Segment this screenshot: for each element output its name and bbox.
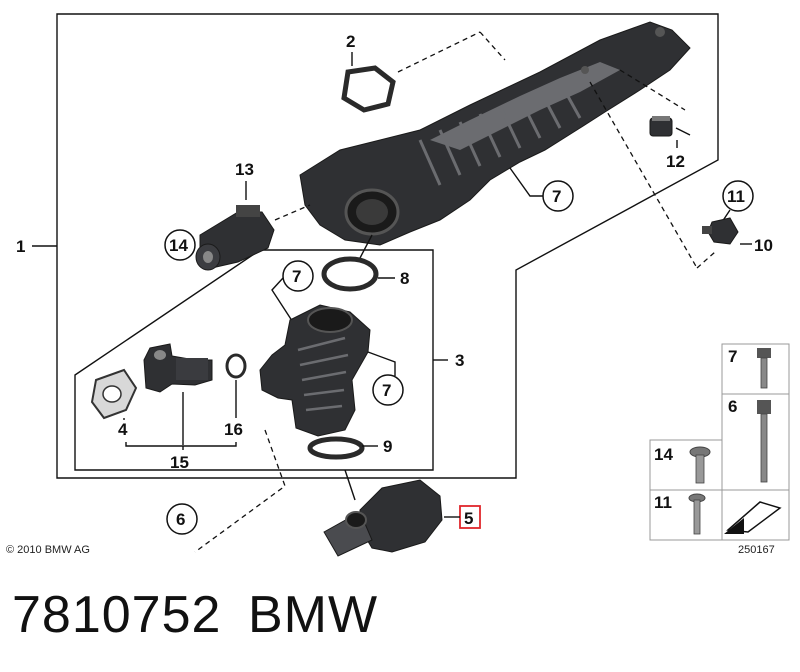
callout-1: 1 bbox=[16, 237, 25, 256]
arrow-icon bbox=[724, 501, 782, 534]
part-number: 7810752 bbox=[12, 586, 222, 644]
callout-6-circle bbox=[166, 503, 198, 535]
callout-7-circle-c bbox=[372, 374, 404, 406]
legend-row-7: 7 bbox=[728, 347, 737, 366]
ring-8 bbox=[321, 256, 379, 292]
intake-adapter bbox=[259, 304, 371, 437]
diagram-id: 250167 bbox=[738, 544, 775, 556]
callout-7c: 7 bbox=[382, 381, 391, 400]
egr-cooler-5 bbox=[323, 479, 443, 557]
callout-9: 9 bbox=[383, 437, 392, 456]
ring-9 bbox=[307, 436, 365, 460]
footer: 7810752 BMW bbox=[0, 575, 800, 672]
brand-name: BMW bbox=[248, 586, 379, 644]
screw-14 bbox=[689, 446, 711, 484]
bolt-6 bbox=[757, 400, 771, 483]
callout-7-circle-b bbox=[282, 260, 314, 292]
callout-14: 14 bbox=[169, 236, 188, 255]
callout-3: 3 bbox=[455, 351, 464, 370]
fastener-legend: 7 6 14 11 bbox=[649, 343, 790, 541]
callout-7b: 7 bbox=[292, 267, 301, 286]
legend-row-11: 11 bbox=[654, 493, 672, 512]
group-3-frame bbox=[74, 249, 434, 471]
callout-16: 16 bbox=[224, 420, 243, 439]
legend-row-6: 6 bbox=[728, 397, 737, 416]
oring-16 bbox=[225, 353, 247, 379]
callout-5: 5 bbox=[464, 509, 473, 528]
intake-manifold bbox=[299, 21, 691, 246]
gasket-2 bbox=[341, 65, 396, 113]
callout-11: 11 bbox=[727, 187, 745, 206]
callout-4: 4 bbox=[118, 420, 128, 439]
callout-10: 10 bbox=[754, 236, 773, 255]
callout-15: 15 bbox=[170, 453, 189, 472]
callout-7a: 7 bbox=[552, 187, 561, 206]
callout-14-circle-a bbox=[164, 229, 196, 261]
callout-2: 2 bbox=[346, 32, 355, 51]
callout-8: 8 bbox=[400, 269, 409, 288]
parts-diagram: 1 2 7 12 11 bbox=[6, 13, 790, 557]
valve-15 bbox=[143, 343, 213, 393]
callout-12: 12 bbox=[666, 152, 685, 171]
legend-row-14: 14 bbox=[654, 445, 673, 464]
callout-11-circle bbox=[722, 180, 754, 212]
callout-6: 6 bbox=[176, 510, 185, 529]
sensor-10 bbox=[707, 217, 739, 245]
callout-13: 13 bbox=[235, 160, 254, 179]
copyright: © 2010 BMW AG bbox=[6, 544, 90, 556]
actuator-13 bbox=[195, 205, 275, 271]
screw-11 bbox=[688, 493, 706, 535]
group-1-frame bbox=[56, 13, 719, 479]
bolt-7 bbox=[757, 348, 771, 389]
